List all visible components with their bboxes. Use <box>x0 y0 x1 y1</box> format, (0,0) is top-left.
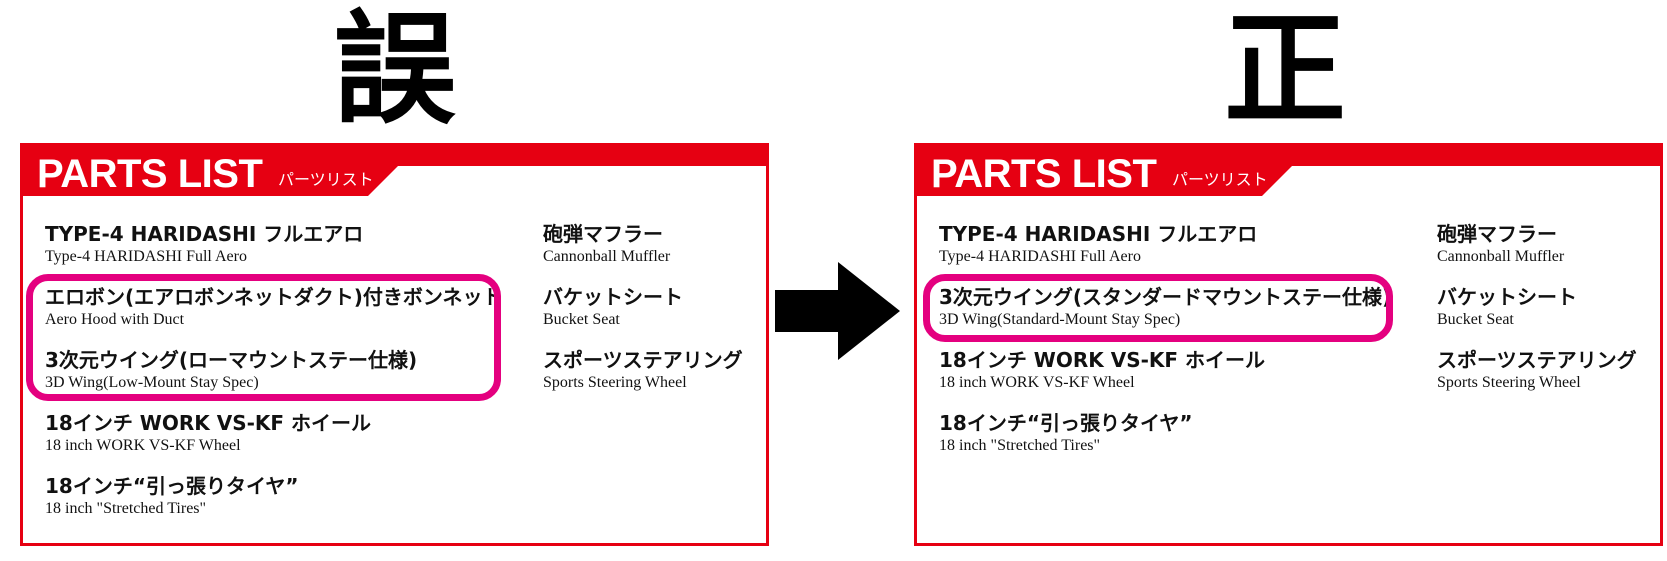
part-name-jp: 18インチ“引っ張りタイヤ” <box>939 411 1193 435</box>
list-item: 砲弾マフラー Cannonball Muffler <box>543 222 670 267</box>
list-item: バケットシート Bucket Seat <box>1437 285 1577 330</box>
part-name-jp: 18インチ“引っ張りタイヤ” <box>45 474 299 498</box>
part-name-en: Sports Steering Wheel <box>1437 374 1581 391</box>
list-item: 18インチ WORK VS-KF ホイール 18 inch WORK VS-KF… <box>45 411 371 456</box>
part-name-en: 18 inch "Stretched Tires" <box>939 437 1101 454</box>
part-name-en: 18 inch WORK VS-KF Wheel <box>45 437 241 454</box>
part-name-jp: エロボン(エアロボンネットダクト)付きボンネット <box>45 285 503 309</box>
parts-list-header: PARTS LIST パーツリスト <box>917 146 1660 204</box>
part-name-en: 18 inch "Stretched Tires" <box>45 500 207 517</box>
list-item: 3次元ウイング(ローマウントステー仕様) 3D Wing(Low-Mount S… <box>45 348 417 393</box>
list-item: スポーツステアリング Sports Steering Wheel <box>543 348 743 393</box>
correction-highlight-outline <box>923 274 1393 342</box>
list-item: 18インチ WORK VS-KF ホイール 18 inch WORK VS-KF… <box>939 348 1265 393</box>
part-name-jp: スポーツステアリング <box>543 348 743 372</box>
part-name-jp: スポーツステアリング <box>1437 348 1637 372</box>
part-name-en: Sports Steering Wheel <box>543 374 687 391</box>
part-name-jp: 砲弾マフラー <box>543 222 663 246</box>
list-item: スポーツステアリング Sports Steering Wheel <box>1437 348 1637 393</box>
parts-list-title: PARTS LIST <box>37 152 263 196</box>
part-name-en: Cannonball Muffler <box>1437 248 1565 265</box>
part-name-en: Aero Hood with Duct <box>45 311 185 328</box>
error-highlight-outline <box>26 274 501 401</box>
part-name-jp: 砲弾マフラー <box>1437 222 1557 246</box>
part-name-jp: 3次元ウイング(ローマウントステー仕様) <box>45 348 418 372</box>
parts-list-subtitle: パーツリスト <box>1172 170 1268 189</box>
wrong-label: 誤 <box>334 0 456 141</box>
part-name-jp: 18インチ WORK VS-KF ホイール <box>939 348 1266 372</box>
right-arrow-icon <box>775 262 900 360</box>
part-name-en: 18 inch WORK VS-KF Wheel <box>939 374 1135 391</box>
part-name-en: 3D Wing(Low-Mount Stay Spec) <box>45 374 259 391</box>
part-name-en: Type-4 HARIDASHI Full Aero <box>939 248 1141 265</box>
parts-list-header: PARTS LIST パーツリスト <box>23 146 766 204</box>
part-name-en: Bucket Seat <box>543 311 620 328</box>
part-name-en: Type-4 HARIDASHI Full Aero <box>45 248 247 265</box>
parts-list-panel-correct: PARTS LIST パーツリスト TYPE-4 HARIDASHI フルエアロ… <box>914 143 1663 546</box>
list-item: 18インチ“引っ張りタイヤ” 18 inch "Stretched Tires" <box>939 411 1193 456</box>
part-name-en: Bucket Seat <box>1437 311 1514 328</box>
part-name-jp: 3次元ウイング(スタンダードマウントステー仕様) <box>939 285 1392 309</box>
parts-list-title: PARTS LIST <box>931 152 1157 196</box>
list-item: 砲弾マフラー Cannonball Muffler <box>1437 222 1564 267</box>
part-name-jp: TYPE-4 HARIDASHI フルエアロ <box>939 222 1258 246</box>
part-name-jp: 18インチ WORK VS-KF ホイール <box>45 411 372 435</box>
list-item: TYPE-4 HARIDASHI フルエアロ Type-4 HARIDASHI … <box>939 222 1257 267</box>
part-name-jp: バケットシート <box>1437 285 1577 309</box>
list-item: TYPE-4 HARIDASHI フルエアロ Type-4 HARIDASHI … <box>45 222 363 267</box>
part-name-en: Cannonball Muffler <box>543 248 671 265</box>
part-name-en: 3D Wing(Standard-Mount Stay Spec) <box>939 311 1181 328</box>
part-name-jp: TYPE-4 HARIDASHI フルエアロ <box>45 222 364 246</box>
correct-label: 正 <box>1224 0 1346 141</box>
part-name-jp: バケットシート <box>543 285 683 309</box>
parts-list-subtitle: パーツリスト <box>278 170 374 189</box>
list-item: 18インチ“引っ張りタイヤ” 18 inch "Stretched Tires" <box>45 474 299 519</box>
list-item: 3次元ウイング(スタンダードマウントステー仕様) 3D Wing(Standar… <box>939 285 1391 330</box>
parts-list-panel-wrong: PARTS LIST パーツリスト TYPE-4 HARIDASHI フルエアロ… <box>20 143 769 546</box>
list-item: エロボン(エアロボンネットダクト)付きボンネット Aero Hood with … <box>45 285 502 330</box>
list-item: バケットシート Bucket Seat <box>543 285 683 330</box>
